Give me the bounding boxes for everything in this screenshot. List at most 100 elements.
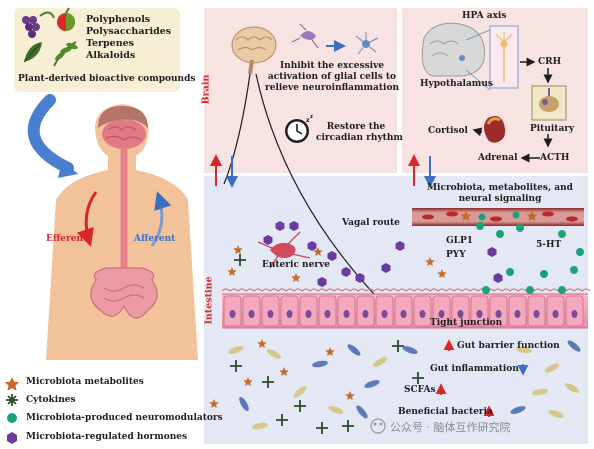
neuromodulator-circle <box>526 286 534 294</box>
pituitary-label: Pituitary <box>530 124 575 134</box>
bacterium <box>402 346 418 354</box>
cell-nucleus <box>362 310 369 318</box>
cell-nucleus <box>267 310 274 318</box>
afferent-arrow <box>150 191 172 247</box>
legend-circle-icon <box>7 413 17 423</box>
cell-nucleus <box>248 310 255 318</box>
bacterium <box>564 383 580 393</box>
neuromodulator-circle <box>558 286 566 294</box>
gut-inflammation-label: Gut inflammation <box>430 364 519 374</box>
hormone-hexagon <box>341 267 351 277</box>
hormone-hexagon <box>307 241 317 251</box>
cytokine-cross <box>392 340 404 352</box>
bacterium <box>548 410 564 418</box>
efferent-nerve-line <box>223 73 251 185</box>
vagal-nerve-line <box>255 73 375 295</box>
adrenal-gland-icon <box>484 116 506 143</box>
cell-nucleus <box>533 310 540 318</box>
cytokine-cross <box>262 376 274 388</box>
hypothalamus-label: Hypothalamus <box>420 79 493 89</box>
bacterium <box>372 357 388 367</box>
microbiota-particles <box>209 221 584 434</box>
svg-text:z: z <box>310 114 313 120</box>
grape-icon <box>22 11 55 38</box>
circadian-text: Restore the circadian rhythm <box>316 122 403 143</box>
metabolite-star <box>437 269 447 278</box>
efferent-label: Efferent <box>46 234 88 244</box>
bacterium <box>239 396 249 412</box>
metabolite-star <box>209 399 219 408</box>
bacterium <box>328 406 344 414</box>
hormone-hexagon <box>317 277 327 287</box>
resting-glial-cell-icon <box>355 32 379 55</box>
neuromodulator-circle <box>476 222 484 230</box>
cell-nucleus <box>381 310 388 318</box>
bacterium <box>544 363 560 373</box>
compound-item: Polyphenols <box>86 14 151 25</box>
bacterium <box>364 380 380 388</box>
hpa-axis-title: HPA axis <box>462 11 507 21</box>
metabolite-star <box>243 377 253 386</box>
enteric-nerve-label: Enteric nerve <box>262 260 331 270</box>
cytokine-cross <box>276 414 288 426</box>
plant-compound-list: Polyphenols Polysaccharides Terpenes Alk… <box>86 14 171 62</box>
hormone-hexagon <box>493 273 503 283</box>
brain-icon <box>231 26 277 75</box>
pituitary-gland-icon <box>531 85 567 121</box>
zoom-lines <box>465 29 491 91</box>
metabolite-star <box>425 257 435 266</box>
plant-compounds-box <box>14 8 180 92</box>
scfas-label: SCFAs <box>404 385 436 395</box>
metabolite-star <box>291 273 301 282</box>
svg-text:z: z <box>306 117 310 124</box>
cytokine-cross <box>316 422 328 434</box>
bacterium <box>228 346 244 354</box>
bacterium <box>356 405 368 419</box>
cell-nucleus <box>286 310 293 318</box>
cell-nucleus <box>343 310 350 318</box>
neuromodulator-circle <box>506 268 514 276</box>
vagal-route-label: Vagal route <box>342 218 400 228</box>
glial-inhibition-text: Inhibit the excessive activation of glia… <box>264 61 399 93</box>
cytokine-cross <box>230 360 242 372</box>
legend-neuromodulators: Microbiota-produced neuromodulators <box>26 413 223 423</box>
beneficial-bacteria-label: Beneficial bacteria <box>398 407 493 417</box>
cytokine-cross <box>234 254 246 266</box>
cell-nucleus <box>305 310 312 318</box>
bacterium <box>347 344 361 356</box>
cell-nucleus <box>514 310 521 318</box>
cell-nucleus <box>229 310 236 318</box>
metabolite-star <box>227 267 237 276</box>
efferent-arrow <box>76 191 98 247</box>
hormone-hexagon <box>327 251 337 261</box>
hormone-hexagon <box>275 221 285 231</box>
pyy-label: PYY <box>446 250 466 260</box>
legend-cytokines: Cytokines <box>26 395 76 405</box>
afferent-label: Afferent <box>134 234 176 244</box>
neuromodulator-circle <box>540 270 548 278</box>
intestine-side-label: Intestine <box>203 276 215 325</box>
metabolite-star <box>313 247 323 256</box>
crh-label: CRH <box>538 57 562 67</box>
activated-glial-cell-icon <box>291 23 319 49</box>
adrenal-label: Adrenal <box>478 153 518 163</box>
bacterium <box>516 346 532 354</box>
metabolite-star <box>325 347 335 356</box>
bacterium <box>312 360 328 368</box>
acth-label: ACTH <box>540 153 570 163</box>
intake-arrow <box>27 94 74 174</box>
cytokine-cross <box>412 372 424 384</box>
metabolite-star <box>345 391 355 400</box>
legend-hexagon-icon <box>7 432 17 444</box>
hypothalamus-brain-icon <box>421 22 485 77</box>
cell-nucleus <box>324 310 331 318</box>
enteric-nerve-cell-icon <box>257 231 311 269</box>
cortisol-label: Cortisol <box>428 126 468 136</box>
bacterium <box>252 422 268 430</box>
legend-star-icon <box>4 377 20 391</box>
compound-item: Terpenes <box>86 38 135 49</box>
blood-vessel <box>412 208 584 226</box>
epithelial-cells <box>223 295 584 327</box>
circadian-clock-icon: z z <box>285 114 313 143</box>
